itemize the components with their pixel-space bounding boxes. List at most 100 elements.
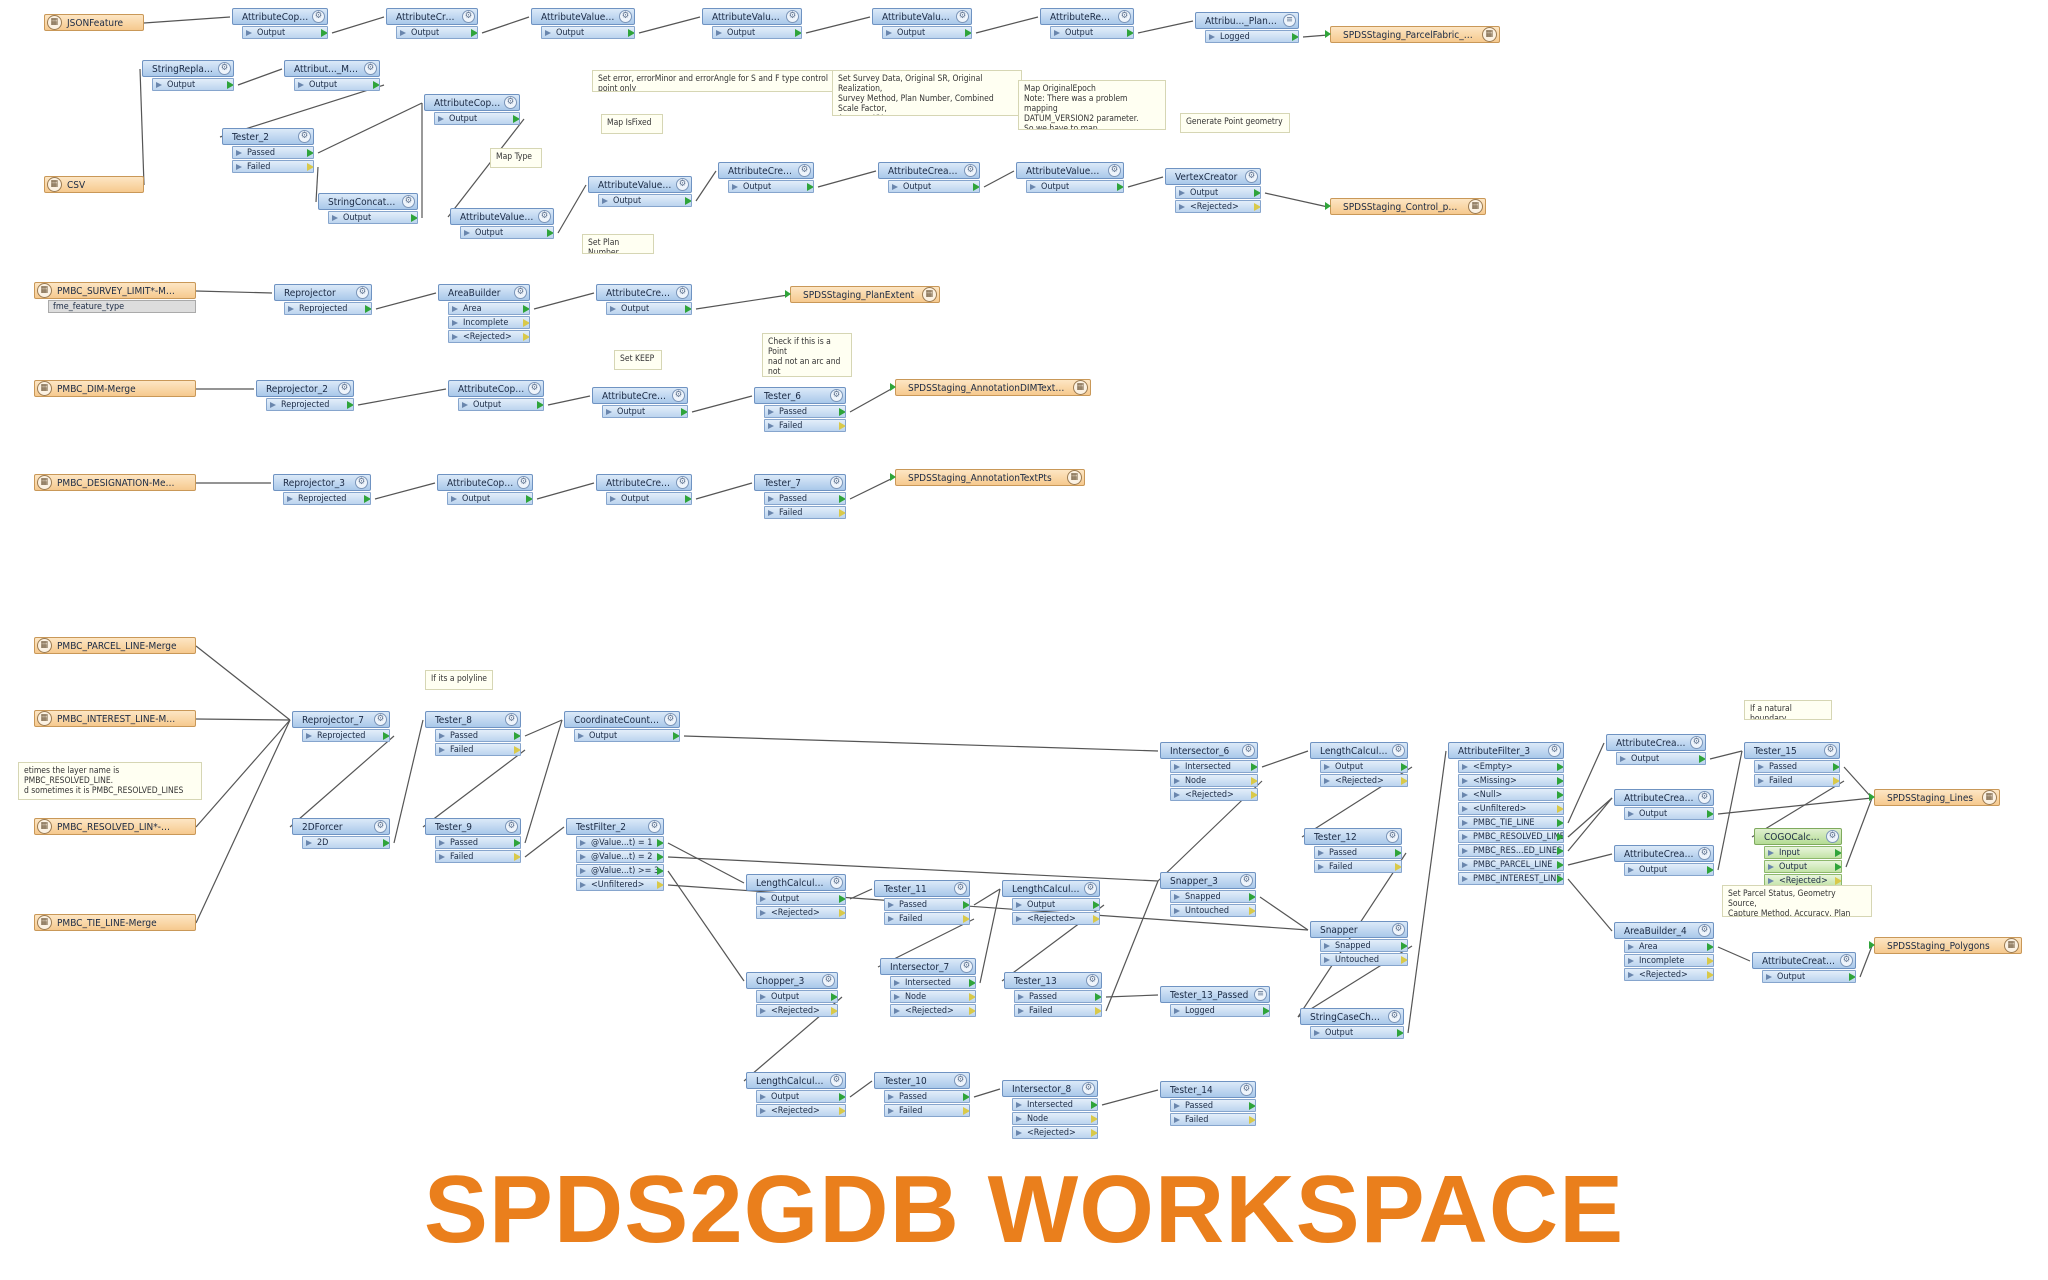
gear-icon[interactable]: ⚙	[1084, 882, 1097, 895]
port-connector-icon[interactable]	[1254, 203, 1260, 211]
output-port[interactable]: Reprojected	[284, 302, 372, 315]
node-title[interactable]: COGOCalculator_2⚙	[1754, 828, 1842, 845]
transformer-t10[interactable]: AttributeCopier_3⚙Output	[424, 94, 520, 125]
port-connector-icon[interactable]	[365, 305, 371, 313]
output-port[interactable]: Failed	[764, 419, 846, 432]
node-title[interactable]: CSV▦	[44, 176, 144, 193]
transformer-t8[interactable]: StringReplacer⚙Output	[142, 60, 234, 91]
node-title[interactable]: AttributeCreator_3⚙	[596, 474, 692, 491]
gear-icon[interactable]: ⚙	[664, 713, 677, 726]
port-connector-icon[interactable]	[1251, 791, 1257, 799]
port-connector-icon[interactable]	[383, 839, 389, 847]
output-port[interactable]: Reprojected	[266, 398, 354, 411]
port-connector-icon[interactable]	[685, 305, 691, 313]
transformer-t60[interactable]: AttributeCreator_10⚙Output	[1752, 952, 1856, 983]
node-title[interactable]: Tester_15⚙	[1744, 742, 1840, 759]
output-port[interactable]: <Rejected>	[1320, 774, 1408, 787]
output-port[interactable]: Output	[1764, 860, 1842, 873]
port-connector-icon[interactable]	[1095, 993, 1101, 1001]
port-connector-icon[interactable]	[373, 81, 379, 89]
output-port[interactable]: Output	[1050, 26, 1134, 39]
output-port[interactable]: Output	[396, 26, 478, 39]
output-port[interactable]: Failed	[435, 850, 521, 863]
output-port[interactable]: Output	[728, 180, 814, 193]
transformer-t3[interactable]: AttributeValueMapper_4⚙Output	[531, 8, 635, 39]
gear-icon[interactable]: ⚙	[676, 178, 689, 191]
gear-icon[interactable]: ⚙	[1108, 164, 1121, 177]
port-connector-icon[interactable]	[1263, 1007, 1269, 1015]
transformer-t52[interactable]: StringCaseChanger⚙Output	[1300, 1008, 1404, 1039]
transformer-t6[interactable]: AttributeRemover⚙Output	[1040, 8, 1134, 39]
node-title[interactable]: Tester_9⚙	[425, 818, 521, 835]
transformer-t28[interactable]: AttributeCreator_3⚙Output	[596, 474, 692, 505]
output-port[interactable]: Output	[756, 1090, 846, 1103]
node-title[interactable]: AttributeFilter_3⚙	[1448, 742, 1564, 759]
gear-icon[interactable]: ⚙	[1245, 170, 1258, 183]
port-connector-icon[interactable]	[1249, 907, 1255, 915]
reader-r6[interactable]: PMBC_PARCEL_LINE-Merge▦	[34, 637, 196, 654]
port-connector-icon[interactable]	[1557, 861, 1563, 869]
port-connector-icon[interactable]	[807, 183, 813, 191]
transformer-t13[interactable]: AttributeValueMapper_3⚙Output	[450, 208, 554, 239]
gear-icon[interactable]: ⚙	[514, 286, 527, 299]
annotation-note[interactable]: Set error, errorMinor and errorAngle for…	[592, 70, 842, 92]
output-port[interactable]: <Unfiltered>	[576, 878, 664, 891]
output-port[interactable]: Failed	[884, 1104, 970, 1117]
input-port-icon[interactable]	[890, 383, 896, 391]
transformer-t56[interactable]: AttributeCreator_13⚙Output	[1614, 845, 1714, 876]
output-port[interactable]: Output	[1175, 186, 1261, 199]
output-port[interactable]: Output	[447, 492, 533, 505]
transformer-t31[interactable]: 2DForcer⚙2D	[292, 818, 390, 849]
port-connector-icon[interactable]	[1117, 183, 1123, 191]
port-connector-icon[interactable]	[526, 495, 532, 503]
transformer-t30[interactable]: Reprojector_7⚙Reprojected	[292, 711, 390, 742]
gear-icon[interactable]: ⚙	[956, 10, 969, 23]
transformer-t21[interactable]: AttributeCreator_8⚙Output	[596, 284, 692, 315]
output-port[interactable]: Intersected	[1170, 760, 1258, 773]
output-port[interactable]: Untouched	[1320, 953, 1408, 966]
gear-icon[interactable]: ⚙	[676, 286, 689, 299]
port-connector-icon[interactable]	[514, 732, 520, 740]
output-port[interactable]: PMBC_RESOLVED_LINE	[1458, 830, 1564, 843]
node-title[interactable]: AttributeValueMapper_6⚙	[872, 8, 972, 25]
port-connector-icon[interactable]	[471, 29, 477, 37]
transformer-t54[interactable]: AttributeCreator_11⚙Output	[1606, 734, 1706, 765]
transformer-t5[interactable]: AttributeValueMapper_6⚙Output	[872, 8, 972, 39]
gear-icon[interactable]: ⚙	[374, 713, 387, 726]
gear-icon[interactable]: ⚙	[786, 10, 799, 23]
annotation-note[interactable]: Set Plan Number	[582, 234, 654, 254]
gear-icon[interactable]: ⚙	[355, 476, 368, 489]
port-connector-icon[interactable]	[839, 422, 845, 430]
output-port[interactable]: Output	[606, 302, 692, 315]
writer-w2[interactable]: SPDSStaging_Control_point▦	[1325, 198, 1486, 215]
node-title[interactable]: AttributeCreator_8⚙	[596, 284, 692, 301]
port-connector-icon[interactable]	[1557, 847, 1563, 855]
node-title[interactable]: LengthCalculator_2⚙	[1002, 880, 1100, 897]
transformer-t2[interactable]: AttributeCreator⚙Output	[386, 8, 478, 39]
transformer-t35[interactable]: TestFilter_2⚙@Value...t) = 1@Value...t) …	[566, 818, 664, 891]
port-connector-icon[interactable]	[657, 881, 663, 889]
port-connector-icon[interactable]	[1849, 973, 1855, 981]
node-title[interactable]: SPDSStaging_PlanExtent▦	[790, 286, 940, 303]
node-title[interactable]: Attribu..._Plans00≡	[1195, 12, 1299, 29]
port-connector-icon[interactable]	[1249, 1116, 1255, 1124]
node-title[interactable]: SPDSStaging_AnnotationDIMTextPts▦	[895, 379, 1091, 396]
port-connector-icon[interactable]	[1401, 777, 1407, 785]
port-connector-icon[interactable]	[1835, 877, 1841, 885]
port-connector-icon[interactable]	[1395, 849, 1401, 857]
transformer-t42[interactable]: LengthCalculator_2⚙Output<Rejected>	[1002, 880, 1100, 925]
output-port[interactable]: Failed	[1170, 1113, 1256, 1126]
output-port[interactable]: Snapped	[1170, 890, 1256, 903]
node-title[interactable]: StringCaseChanger⚙	[1300, 1008, 1404, 1025]
port-connector-icon[interactable]	[307, 149, 313, 157]
output-port[interactable]: Passed	[1314, 846, 1402, 859]
node-title[interactable]: Tester_13⚙	[1004, 972, 1102, 989]
output-port[interactable]: Output	[598, 194, 692, 207]
port-connector-icon[interactable]	[839, 1107, 845, 1115]
annotation-note[interactable]: Set Survey Data, Original SR, Original R…	[832, 70, 1022, 116]
port-connector-icon[interactable]	[307, 163, 313, 171]
